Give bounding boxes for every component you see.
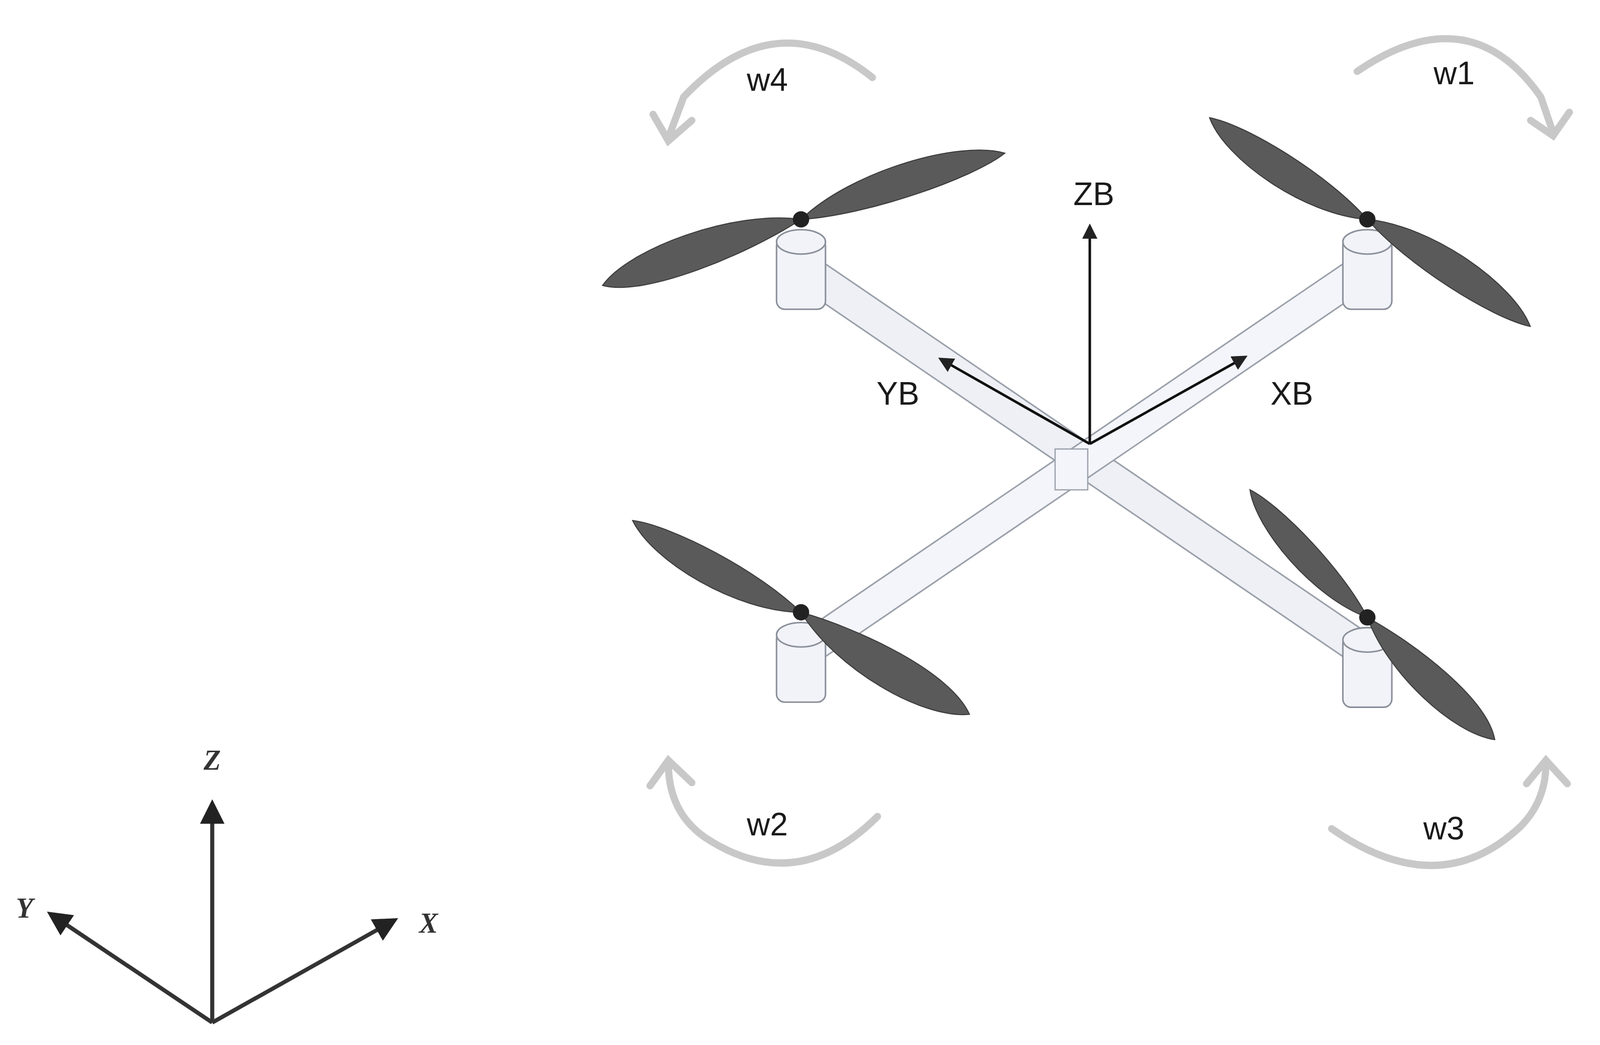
rotation-arc: [668, 43, 873, 138]
arrowhead: [653, 114, 692, 141]
axis-label: YB: [876, 377, 920, 410]
frame-arms: [801, 267, 1368, 654]
rotor-speed-label: w3: [1423, 812, 1465, 845]
axis-label: Z: [203, 746, 221, 775]
axis-label: ZB: [1073, 178, 1115, 211]
rotation-arc: [1331, 763, 1546, 866]
axis-label: X: [419, 909, 438, 938]
motors: [776, 229, 1392, 708]
arrowhead: [1530, 112, 1570, 136]
rotor-speed-label: w4: [746, 63, 788, 96]
rotor-speed-label: w1: [1433, 57, 1475, 90]
rotation-arc: [1357, 38, 1554, 133]
hubs: [792, 211, 1376, 626]
body-axes: [940, 226, 1245, 444]
propellers: [595, 107, 1543, 754]
rotation-arc: [668, 763, 878, 864]
axis-label: XB: [1270, 377, 1314, 410]
rotor-speed-label: w2: [746, 808, 788, 841]
world-axes: [51, 804, 395, 1024]
axis-label: Y: [16, 894, 34, 923]
arrowhead: [650, 760, 692, 786]
arrowhead: [1526, 760, 1568, 784]
rotation-arrows: [650, 38, 1570, 866]
